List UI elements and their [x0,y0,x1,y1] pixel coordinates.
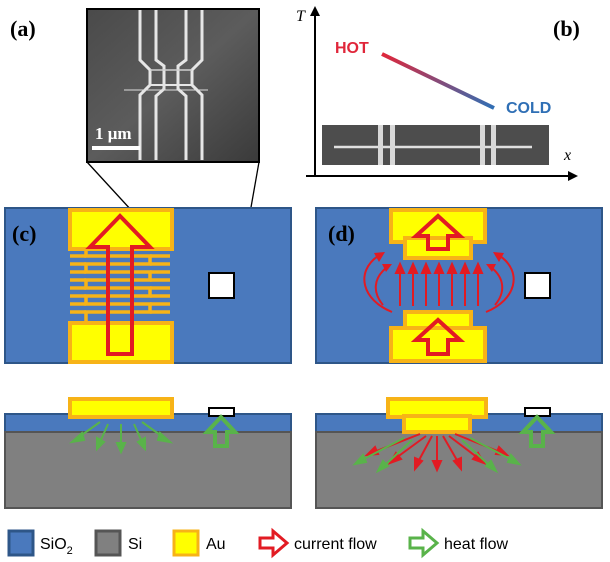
heat-arrow-up-d [518,414,556,448]
legend-heat-arrow [408,527,440,559]
legend-sio2-swatch [7,529,35,557]
legend-heat-label: heat flow [444,536,508,553]
panel-b: (b) T x HOT COLD [296,6,580,181]
legend-current-arrow [258,527,290,559]
sem-device [124,10,208,160]
nanowire-image [322,125,549,165]
legend-si-label: Si [128,536,142,553]
heat-arrow-up-c [202,414,240,448]
au-pad-bottom-c [68,321,174,364]
si-layer-c [4,431,292,509]
meander-heater-ends [70,254,170,314]
scalebar-label: 1 μm [95,124,132,143]
contact-left-b [390,125,395,165]
curved-arrows-d [363,255,515,313]
panel-b-label: (b) [553,16,580,41]
legend-sio2-label: SiO2 [40,536,73,557]
panel-a-label: (a) [10,16,36,41]
contact-left-a [378,125,383,165]
hot-label: HOT [335,40,369,57]
y-axis-label: T [296,8,306,25]
cold-label: COLD [506,100,551,117]
panel-c-top: (c) [4,207,292,364]
current-arrow-c [85,213,155,356]
temperature-profile [381,52,495,110]
panel-a: (a) 1 μm [10,8,260,299]
panel-d-top: (d) [315,207,603,364]
au-electrode-cross-d [402,414,472,434]
legend-si-swatch [94,529,122,557]
x-axis-arrow [568,171,578,181]
au-heater-cross-c [68,397,174,419]
heat-arrows-c [68,421,174,455]
panel-d-cross [315,397,603,509]
y-axis-arrow [310,6,320,16]
legend-current-label: current flow [294,536,377,553]
current-arrow-d-top [410,213,466,251]
curved-arrowheads-d [374,252,504,272]
contact-right-b [491,125,496,165]
contact-right-a [480,125,485,165]
scalebar [92,146,140,150]
sensor-pad-c [208,272,235,299]
legend-au-label: Au [206,536,226,553]
panel-c-cross [4,397,292,509]
legend: SiO2 Si Au current flow heat flow [7,527,508,559]
au-pad-bottom-d [389,326,487,363]
sensor-pad-d [524,272,551,299]
panel-c-label: (c) [12,221,36,246]
field-arrows-d [394,261,484,306]
current-arrow-d-bottom [410,317,466,356]
x-axis-label: x [563,147,571,164]
legend-au-swatch [172,529,200,557]
heat-spread-d [352,437,522,474]
panel-d-label: (d) [328,221,355,246]
